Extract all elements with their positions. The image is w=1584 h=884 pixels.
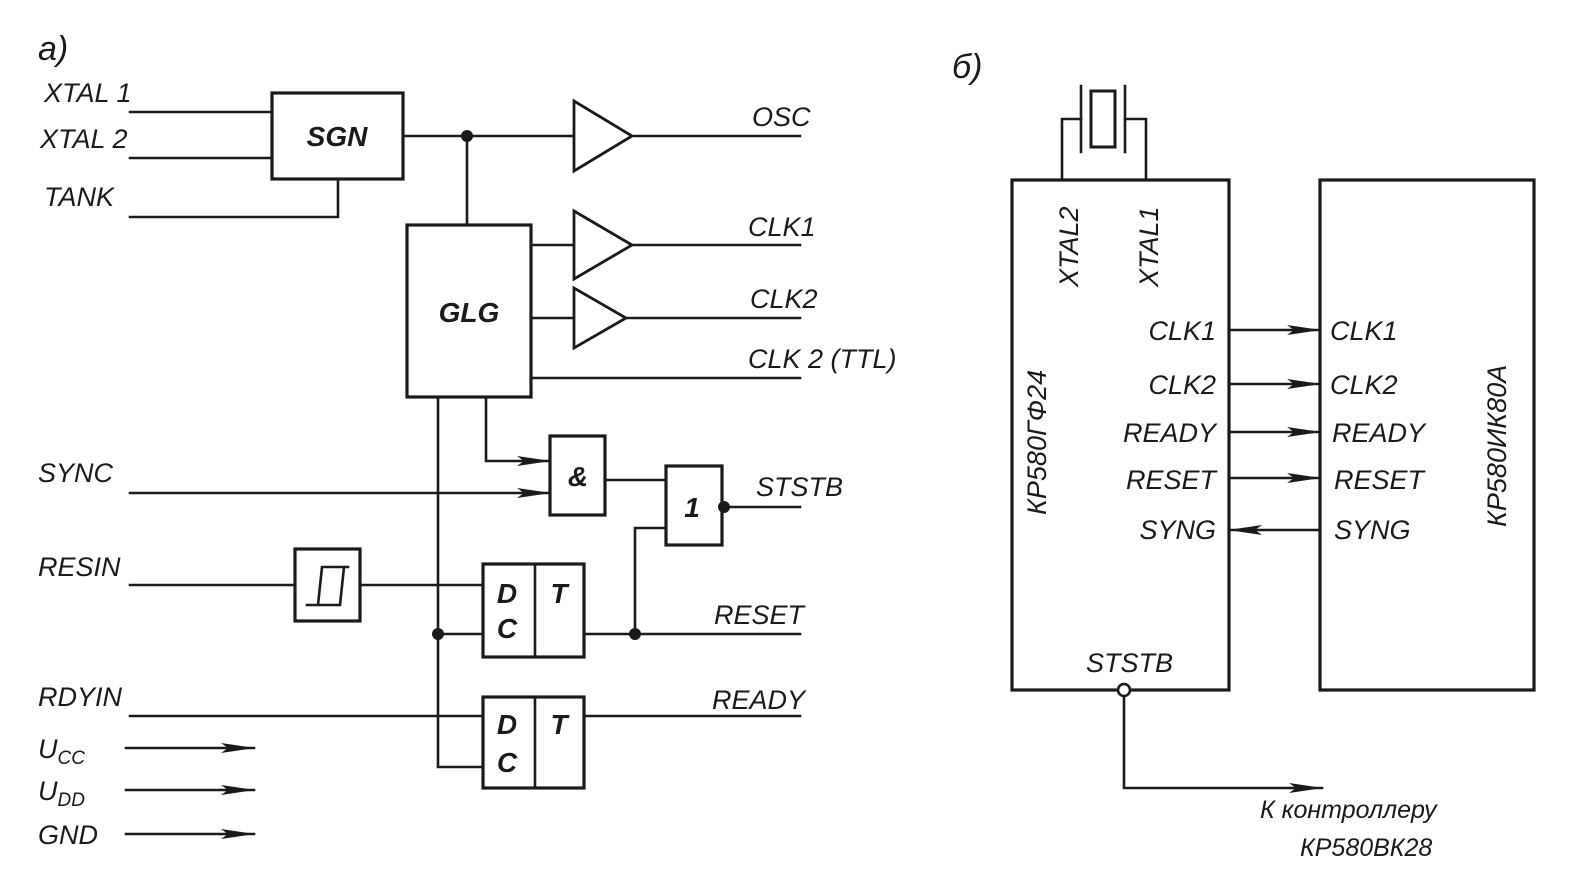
ucc-label: UCC (38, 734, 85, 769)
panel-b: б) КР580ГФ24 XTAL2 XTAL1 CLK1 CLK2 READY… (952, 48, 1536, 862)
reset-label: RESET (714, 600, 807, 630)
xtal2-label: XTAL 2 (39, 124, 128, 154)
right-chip-name: КР580ИК80А (1482, 365, 1512, 527)
cpu-chip (1318, 178, 1536, 692)
schmitt-trigger (293, 547, 362, 623)
clk2-ttl-label: CLK 2 (TTL) (748, 344, 897, 374)
or-gate-label: 1 (684, 492, 700, 523)
xtal1-pin-label: XTAL1 (1134, 206, 1164, 288)
inversion-bubble (718, 501, 730, 513)
clk1-buffer (572, 208, 635, 282)
resin-label: RESIN (38, 552, 121, 582)
ststb-label: STSTB (756, 472, 843, 502)
sgn-label: SGN (307, 121, 368, 152)
udd-label: UDD (38, 776, 85, 811)
d-label: D (497, 578, 517, 609)
glg-to-and-wire (484, 395, 552, 466)
tank-wire (128, 176, 340, 219)
left-pin-label: RESET (1126, 465, 1219, 495)
left-pin-label: CLK2 (1148, 370, 1216, 400)
crystal-icon (1060, 84, 1148, 182)
left-pin-label: CLK1 (1148, 316, 1216, 346)
or-gate (664, 464, 724, 547)
clk2-buffer (572, 285, 629, 351)
controller-note: К контроллеру (1260, 796, 1438, 824)
d-label: D (497, 709, 517, 740)
junction-dot (629, 628, 641, 640)
tank-label: TANK (44, 182, 115, 212)
clk1-label: CLK1 (748, 212, 816, 242)
rdyin-label: RDYIN (38, 682, 123, 712)
left-pin-label: READY (1123, 418, 1218, 448)
xtal2-pin-label: XTAL2 (1054, 206, 1084, 288)
panel-b-label: б) (952, 48, 982, 86)
reset-feedback-wire (633, 526, 668, 636)
left-pin-label: SYNG (1139, 515, 1216, 545)
c-label: C (497, 747, 518, 778)
junction-dot (432, 628, 444, 640)
panel-a: а) XTAL 1 XTAL 2 TANK SYNC RESIN RDYIN U… (38, 30, 897, 850)
osc-buffer (572, 98, 635, 174)
gnd-label: GND (38, 820, 98, 850)
c-label: C (497, 613, 518, 644)
panel-a-label: а) (38, 30, 68, 68)
glg-block (405, 223, 533, 399)
hysteresis-icon (305, 565, 350, 607)
ready-label: READY (712, 685, 807, 715)
clk2-label: CLK2 (750, 284, 818, 314)
ststb-out-wire (1122, 694, 1324, 793)
ready-flipflop (481, 695, 586, 790)
controller-part: КР580ВК28 (1300, 834, 1432, 862)
sync-label: SYNC (38, 458, 114, 488)
and-gate (548, 434, 607, 517)
ststb-pin-label: STSTB (1086, 648, 1173, 678)
right-pin-label: CLK1 (1330, 316, 1398, 346)
ststb-pin-bubble (1116, 682, 1132, 698)
t-label: T (550, 709, 570, 740)
right-pin-label: RESET (1334, 465, 1427, 495)
and-gate-label: & (568, 461, 588, 492)
osc-label: OSC (752, 102, 811, 132)
xtal1-label: XTAL 1 (43, 78, 132, 108)
left-chip-name: КР580ГФ24 (1022, 370, 1052, 515)
reset-flipflop (481, 562, 586, 659)
right-pin-label: SYNG (1334, 515, 1411, 545)
clock-generator-chip (1010, 178, 1231, 692)
t-label: T (550, 578, 570, 609)
right-pin-label: READY (1332, 418, 1427, 448)
glg-label: GLG (439, 297, 500, 328)
clock-bus-wire (436, 395, 485, 769)
right-pin-label: CLK2 (1330, 370, 1398, 400)
